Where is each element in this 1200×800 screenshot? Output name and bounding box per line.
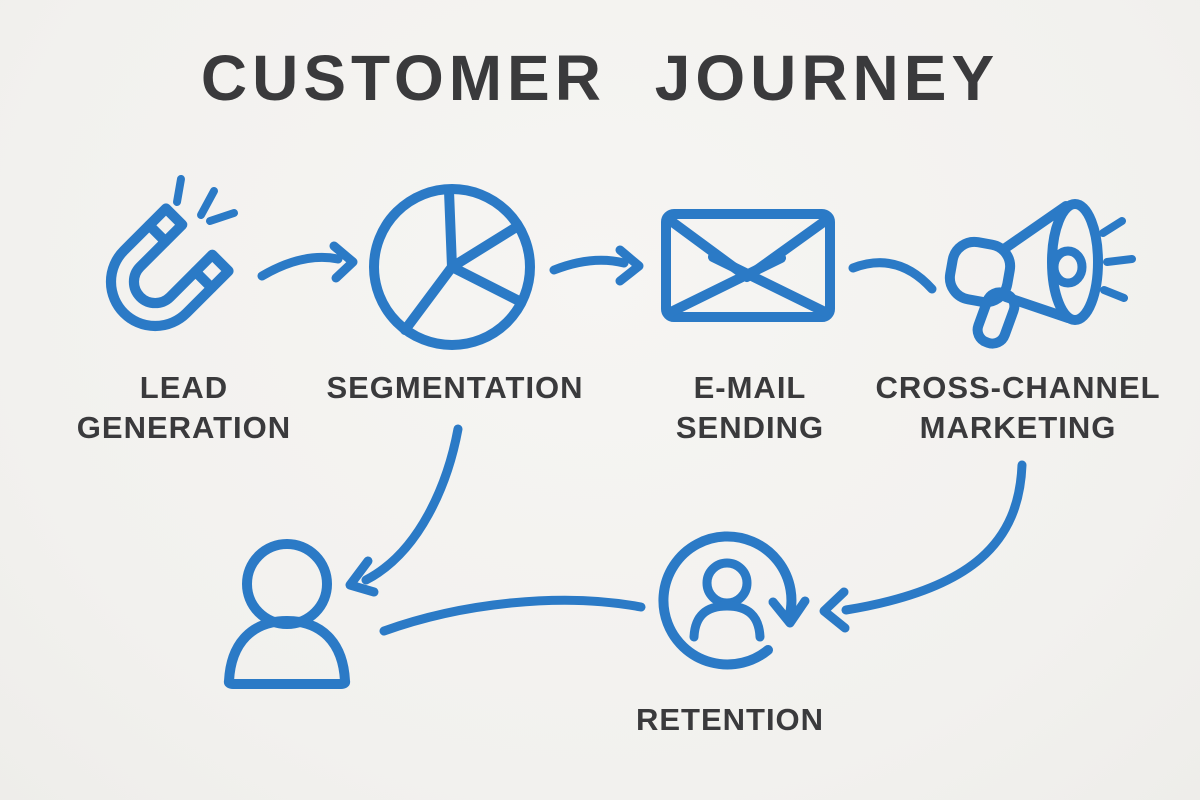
magnet-horseshoe xyxy=(105,203,234,332)
person-body xyxy=(223,616,351,689)
envelope-flap xyxy=(666,216,830,282)
magnet-spark-lines xyxy=(173,175,238,225)
label-retention: RETENTION xyxy=(580,700,880,740)
megaphone-inner-detail xyxy=(1049,246,1087,288)
cycle-arrowhead xyxy=(768,596,810,628)
arrowhead xyxy=(615,245,644,286)
label-line: SENDING xyxy=(675,410,825,445)
label-segmentation: SEGMENTATION xyxy=(305,368,605,408)
person-head xyxy=(242,539,332,629)
megaphone-icon xyxy=(944,199,1136,349)
label-lead-generation: LEAD GENERATION xyxy=(34,368,334,448)
arrowhead xyxy=(819,587,850,633)
arrow-segmentation-to-email xyxy=(549,245,644,286)
arrowhead xyxy=(329,241,358,283)
label-line: SEGMENTATION xyxy=(326,370,584,405)
connector-email-to-crosschannel xyxy=(848,258,937,294)
arrow-segmentation-to-customer xyxy=(345,424,463,597)
arrow-lead-to-segmentation xyxy=(257,241,358,283)
envelope-back-folds xyxy=(666,252,830,317)
megaphone-handle xyxy=(972,287,1020,349)
label-line: E-MAIL xyxy=(693,370,807,405)
label-cross-channel-marketing: CROSS-CHANNEL MARKETING xyxy=(843,368,1193,448)
person-cycle-icon xyxy=(658,531,810,670)
diagram-title: CUSTOMER JOURNEY xyxy=(200,42,1000,114)
label-email-sending: E-MAIL SENDING xyxy=(600,368,900,448)
arrow-shaft xyxy=(361,424,463,585)
cycle-arc xyxy=(658,531,797,670)
connector-customer-to-retention xyxy=(379,595,646,636)
label-line: LEAD xyxy=(139,370,229,405)
retention-person-shoulders xyxy=(689,601,765,642)
retention-person-head xyxy=(702,558,752,608)
envelope-body xyxy=(661,209,835,322)
arrowhead xyxy=(345,556,379,597)
label-line: GENERATION xyxy=(76,410,292,445)
pie-slice-lines xyxy=(400,186,526,335)
label-line: CROSS-CHANNEL xyxy=(875,370,1161,405)
magnet-pole-stripes xyxy=(144,220,217,293)
megaphone-sound-lines xyxy=(1099,217,1136,302)
arrow-shaft xyxy=(549,255,629,275)
arrow-crosschannel-to-retention xyxy=(819,460,1027,633)
pie-chart-icon xyxy=(369,184,535,350)
magnet-icon xyxy=(105,175,238,332)
person-icon xyxy=(223,539,351,689)
envelope-icon xyxy=(661,209,835,322)
megaphone-back-cap xyxy=(944,236,1016,308)
label-line: MARKETING xyxy=(919,410,1117,445)
arrow-shaft xyxy=(257,252,343,281)
arrow-shaft xyxy=(841,460,1027,615)
label-line: RETENTION xyxy=(635,702,825,737)
